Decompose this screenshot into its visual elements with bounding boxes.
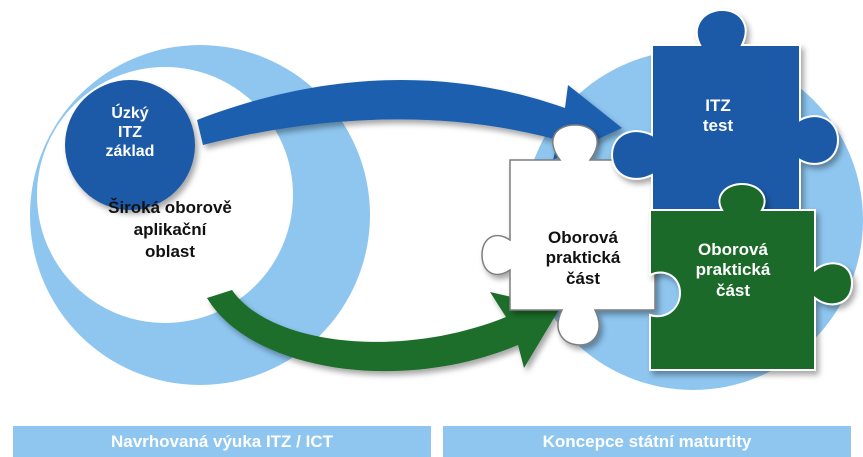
itz-test-label-line-2: test (702, 116, 734, 136)
green-piece-label-line-2: praktická (695, 260, 771, 280)
itz-test-label: ITZ test (683, 96, 753, 137)
footer-left-label: Navrhovaná výuka ITZ / ICT (110, 431, 333, 451)
blue-arrow (197, 79, 622, 160)
white-piece-label-line-2: praktická (545, 248, 621, 268)
core-label-line-1: Úzký (111, 105, 149, 122)
footer-left-bar: Navrhovaná výuka ITZ / ICT (13, 426, 431, 457)
core-label: Úzký ITZ základ (90, 104, 170, 162)
footer-right-bar: Koncepce státní maturtity (443, 426, 851, 457)
green-piece-label: Oborová praktická část (678, 240, 788, 301)
white-piece-label-line-3: část (565, 268, 601, 288)
green-arrow (207, 290, 560, 372)
green-piece-label-line-1: Oborová (698, 240, 768, 259)
area-label: Široká oborově aplikační oblast (65, 197, 275, 263)
area-label-line-2: aplikační (133, 220, 207, 240)
core-label-line-2: ITZ (118, 124, 142, 142)
itz-test-label-line-1: ITZ (705, 96, 731, 115)
core-circle (65, 80, 195, 210)
white-piece-label-line-1: Oborová (548, 228, 618, 247)
area-label-line-1: Široká oborově (108, 198, 232, 217)
area-label-line-3: oblast (144, 242, 196, 262)
core-label-line-3: základ (105, 143, 155, 161)
green-piece-label-line-3: část (715, 280, 751, 300)
footer-right-label: Koncepce státní maturtity (542, 431, 752, 451)
white-piece-label: Oborová praktická část (528, 228, 638, 289)
green-puzzle-piece (649, 182, 854, 371)
